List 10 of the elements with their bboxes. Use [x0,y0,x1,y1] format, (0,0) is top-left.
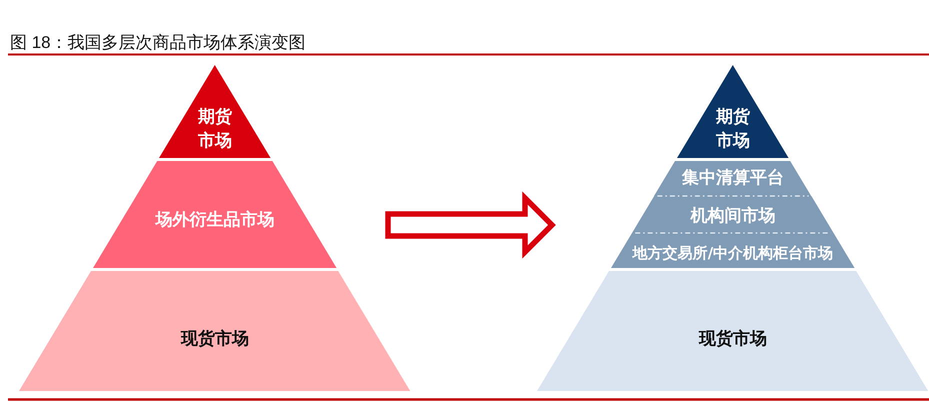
tier-label: 现货市场 [180,328,249,350]
tier-label: 集中清算平台 [682,168,784,188]
tier-label: 机构间市场 [690,206,776,226]
block-arrow [385,191,556,259]
tier-label: 期货市场 [197,106,233,153]
tier-label: 现货市场 [698,328,767,350]
tier-label: 场外衍生品市场 [155,210,274,230]
tier-label: 地方交易所/中介机构柜台市场 [632,244,834,262]
figure-title: 图 18：我国多层次商品市场体系演变图 [10,33,306,54]
tier-label: 期货市场 [715,106,751,153]
